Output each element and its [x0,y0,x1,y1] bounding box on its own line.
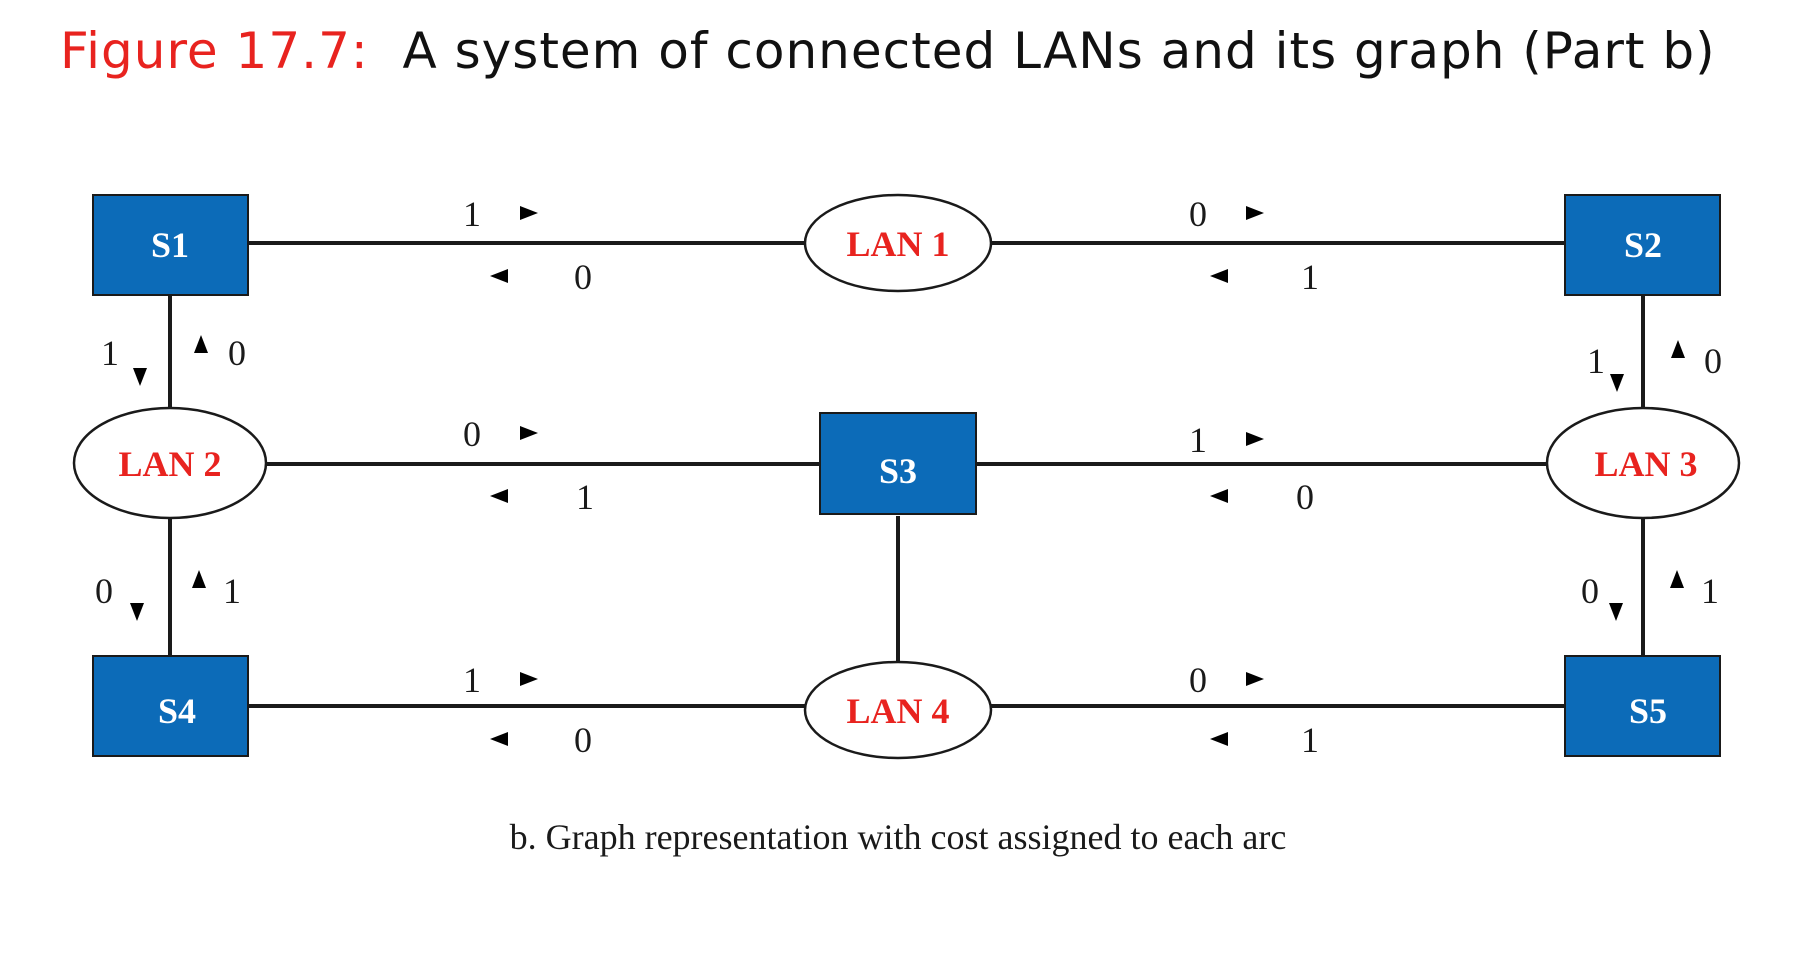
arrow-up-icon [192,570,206,618]
links [168,241,1645,708]
cost-forward: 1 [463,194,481,234]
arrow-left-icon [490,732,538,746]
cost-s4-lan4: 1 0 [463,660,592,760]
cost-lan2-s3: 0 1 [463,414,594,517]
cost-forward: 1 [101,333,119,373]
switch-s1-label: S1 [151,225,189,265]
cost-s2-lan3: 1 0 [1587,340,1722,392]
cost-reverse: 1 [1301,257,1319,297]
switch-s3-label: S3 [879,451,917,491]
arrow-left-icon [1210,732,1258,746]
cost-lan3-s5: 0 1 [1581,570,1719,621]
cost-reverse: 1 [1301,720,1319,760]
cost-forward: 1 [1587,341,1605,381]
cost-lan2-s4: 0 1 [95,570,241,621]
cost-reverse: 0 [574,257,592,297]
arrow-left-icon [1210,269,1258,283]
arrow-right-icon [1216,206,1264,220]
arrow-down-icon [1609,573,1623,621]
cost-s1-lan1: 1 0 [463,194,592,297]
cost-reverse: 0 [228,333,246,373]
arrow-down-icon [1610,344,1624,392]
lan-3-label: LAN 3 [1594,444,1697,484]
figure-caption: b. Graph representation with cost assign… [510,817,1287,857]
switch-s1: S1 [92,194,249,296]
arrow-down-icon [133,338,147,386]
arrow-right-icon [1216,432,1264,446]
switch-s3: S3 [819,412,977,515]
figure-title: A system of connected LANs and its graph… [402,22,1716,80]
cost-forward: 0 [95,571,113,611]
switch-s4-label: S4 [158,691,196,731]
cost-reverse: 0 [1296,477,1314,517]
cost-lan1-s2: 0 1 [1189,194,1319,297]
cost-lan4-s5: 0 1 [1189,660,1319,760]
cost-forward: 0 [1189,194,1207,234]
arrow-up-icon [1671,340,1685,388]
lan-2: LAN 2 [72,406,268,520]
arrow-up-icon [1670,570,1684,618]
lan-3: LAN 3 [1545,406,1741,520]
cost-reverse: 1 [223,571,241,611]
cost-forward: 1 [1189,420,1207,460]
arrow-left-icon [490,489,538,503]
arrow-right-icon [490,206,538,220]
switch-s5-label: S5 [1629,691,1667,731]
switch-s2: S2 [1564,194,1721,296]
arrow-right-icon [490,426,538,440]
cost-reverse: 0 [574,720,592,760]
lan-1-label: LAN 1 [846,224,949,264]
switch-s2-label: S2 [1624,225,1662,265]
cost-forward: 0 [463,414,481,454]
cost-s1-lan2: 1 0 [101,333,246,386]
arrow-right-icon [1216,672,1264,686]
arrow-up-icon [194,335,208,383]
lan-4: LAN 4 [803,660,993,760]
arrow-left-icon [1210,489,1258,503]
lan-4-label: LAN 4 [846,691,949,731]
switch-s5: S5 [1564,655,1721,757]
figure-number: Figure 17.7: [60,22,369,80]
page-title: Figure 17.7: A system of connected LANs … [60,22,1716,80]
cost-reverse: 1 [576,477,594,517]
lan-2-label: LAN 2 [118,444,221,484]
arrow-left-icon [490,269,538,283]
cost-s3-lan3: 1 0 [1189,420,1314,517]
cost-reverse: 1 [1701,571,1719,611]
arrow-down-icon [130,573,144,621]
switch-s4: S4 [92,655,249,757]
arrow-right-icon [490,672,538,686]
cost-forward: 0 [1581,571,1599,611]
lan-1: LAN 1 [803,193,993,293]
cost-forward: 0 [1189,660,1207,700]
cost-forward: 1 [463,660,481,700]
cost-reverse: 0 [1704,341,1722,381]
